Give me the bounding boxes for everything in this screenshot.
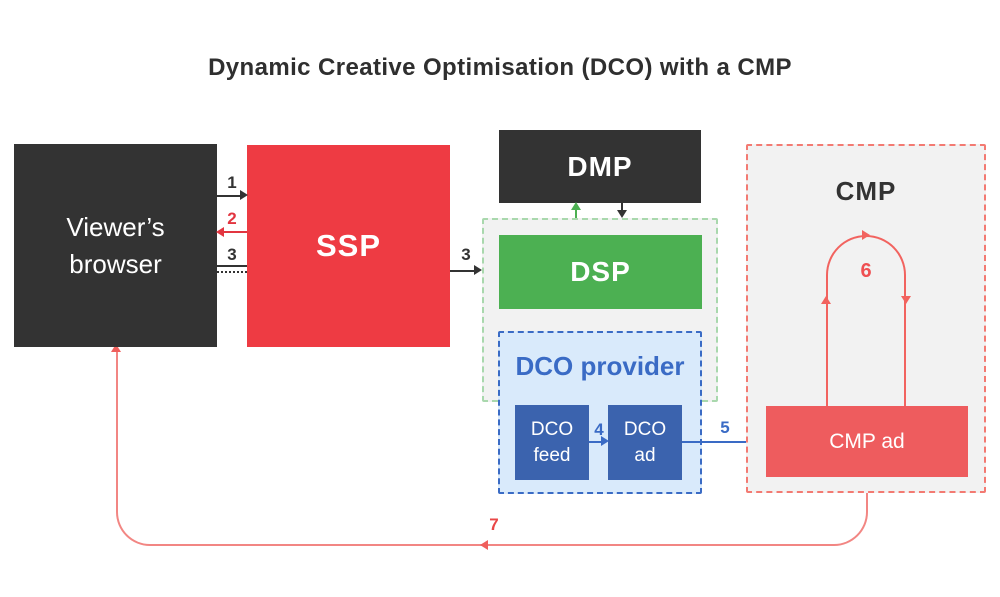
cmp-label: CMP: [835, 176, 897, 206]
arrow-7-path-left: [116, 347, 496, 546]
arrow-4-head-icon: [601, 436, 609, 446]
arrow-4-line: [589, 441, 603, 443]
dmp-down-arrow-head-icon: [617, 210, 627, 218]
arrow-6-head-apex-icon: [862, 230, 870, 240]
arrow-6-label: 6: [860, 260, 872, 282]
ssp-label: SSP: [315, 228, 382, 263]
dmp-label: DMP: [567, 150, 633, 182]
arrow-3-left-label: 3: [227, 245, 237, 264]
diagram-title: Dynamic Creative Optimisation (DCO) with…: [208, 54, 792, 81]
arrow-1-label: 1: [227, 173, 237, 192]
arrow-4-label: 4: [594, 420, 604, 439]
arrow-7-head-left-icon: [480, 540, 488, 550]
dco-feed-label: DCO feed: [530, 418, 574, 466]
arrow-2-label: 2: [227, 209, 237, 228]
arrow-7-label: 7: [489, 515, 499, 534]
arrow-3-left-line: [217, 265, 247, 273]
arrow-1-head-icon: [240, 190, 248, 200]
cmp-ad-label: CMP ad: [829, 429, 905, 453]
arrow-1-line: [217, 195, 242, 197]
arrow-7-path-right: [496, 478, 868, 546]
node-dmp: DMP: [499, 130, 701, 203]
dco-provider-label: DCO provider: [515, 351, 685, 381]
node-dco-ad: DCO ad: [608, 405, 682, 480]
dmp-down-arrow-line: [621, 203, 623, 212]
node-ssp: SSP: [247, 145, 450, 347]
dsp-label: DSP: [570, 256, 631, 287]
dco-ad-label: DCO ad: [623, 418, 667, 466]
arrow-2-line: [223, 231, 247, 233]
arrow-3-right-label: 3: [461, 245, 471, 264]
arrow-6-head-down-icon: [901, 296, 911, 304]
node-dco-feed: DCO feed: [515, 405, 589, 480]
dmp-up-arrow-line: [575, 208, 577, 218]
arrow-2-head-icon: [216, 227, 224, 237]
arrow-3-right-head-icon: [474, 265, 482, 275]
arrow-3-right-line: [450, 270, 476, 272]
arrow-6-head-up-icon: [821, 296, 831, 304]
viewers-browser-label: Viewer’s browser: [66, 212, 165, 279]
dmp-up-arrow-head-icon: [571, 202, 581, 210]
arrow-7-head-up-icon: [111, 344, 121, 352]
arrow-5-label: 5: [720, 418, 730, 437]
arrow-5-line: [682, 441, 760, 443]
node-viewers-browser: Viewer’s browser: [14, 144, 217, 347]
node-cmp-ad: CMP ad: [766, 406, 968, 477]
node-dsp: DSP: [499, 235, 702, 309]
